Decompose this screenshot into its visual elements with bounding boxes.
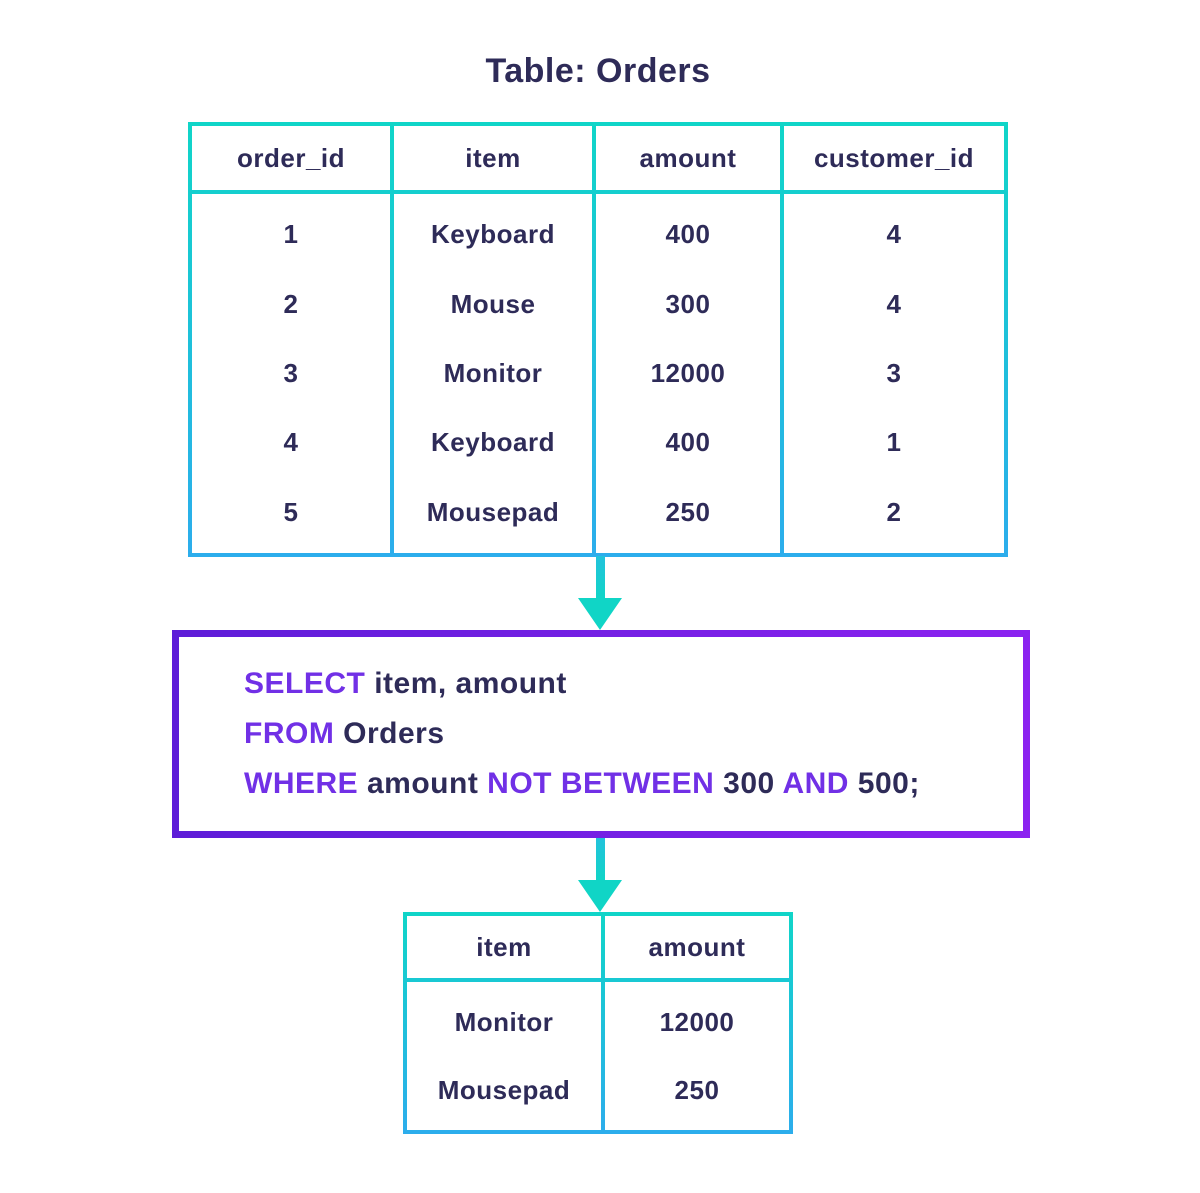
sql-keyword: SELECT bbox=[244, 667, 375, 700]
table-cell: Mousepad bbox=[437, 1074, 571, 1105]
page-title: Table: Orders bbox=[485, 52, 711, 90]
sql-keyword: WHERE bbox=[244, 767, 367, 800]
table-cell: 300 bbox=[665, 288, 711, 319]
table-cell: 400 bbox=[665, 427, 711, 458]
table-cell: 4 bbox=[886, 219, 902, 250]
sql-line-select: SELECT item, amount bbox=[244, 659, 1023, 709]
sql-text: amount bbox=[367, 767, 488, 800]
arrow-stem bbox=[596, 556, 605, 600]
table-cell: Monitor bbox=[454, 1006, 554, 1037]
table-cell: 3 bbox=[283, 358, 299, 389]
orders-column-header-amount: amount bbox=[596, 126, 780, 190]
sql-keyword: AND bbox=[782, 767, 858, 800]
orders-column-amount: 400 300 12000 400 250 bbox=[596, 194, 780, 553]
table-cell: 2 bbox=[886, 496, 902, 527]
orders-column-header-order-id: order_id bbox=[192, 126, 390, 190]
orders-column-item: Keyboard Mouse Monitor Keyboard Mousepad bbox=[394, 194, 592, 553]
table-cell: 2 bbox=[283, 288, 299, 319]
sql-query-box: SELECT item, amount FROM Orders WHERE am… bbox=[172, 630, 1030, 838]
orders-column-order-id: 1 2 3 4 5 bbox=[192, 194, 390, 553]
table-cell: 1 bbox=[283, 219, 299, 250]
sql-text: Orders bbox=[343, 717, 445, 750]
table-cell: 4 bbox=[283, 427, 299, 458]
table-cell: 250 bbox=[665, 496, 711, 527]
sql-text: 300 bbox=[723, 767, 783, 800]
table-cell: 4 bbox=[886, 288, 902, 319]
arrow-stem bbox=[596, 838, 605, 882]
table-cell: Keyboard bbox=[431, 427, 555, 458]
table-cell: 12000 bbox=[659, 1006, 735, 1037]
table-cell: 250 bbox=[674, 1074, 720, 1105]
sql-text: 500; bbox=[857, 767, 920, 800]
sql-keyword: NOT BETWEEN bbox=[487, 767, 724, 800]
table-cell: 400 bbox=[665, 219, 711, 250]
sql-text: item, amount bbox=[374, 667, 567, 700]
sql-keyword: FROM bbox=[244, 717, 344, 750]
orders-column-customer-id: 4 4 3 1 2 bbox=[784, 194, 1004, 553]
result-column-header-item: item bbox=[407, 916, 601, 978]
result-table: item amount Monitor Mousepad 12000 250 bbox=[403, 912, 793, 1134]
sql-line-where: WHERE amount NOT BETWEEN 300 AND 500; bbox=[244, 759, 1023, 809]
orders-column-header-item: item bbox=[394, 126, 592, 190]
result-column-header-amount: amount bbox=[605, 916, 789, 978]
table-cell: Mousepad bbox=[426, 496, 560, 527]
arrow-down-icon bbox=[578, 556, 622, 630]
table-cell: 3 bbox=[886, 358, 902, 389]
arrow-head bbox=[578, 880, 622, 912]
result-column-item: Monitor Mousepad bbox=[407, 982, 601, 1130]
orders-table: order_id item amount customer_id 1 2 3 4… bbox=[188, 122, 1008, 557]
table-cell: Mouse bbox=[450, 288, 536, 319]
result-column-amount: 12000 250 bbox=[605, 982, 789, 1130]
arrow-head bbox=[578, 598, 622, 630]
table-cell: 1 bbox=[886, 427, 902, 458]
arrow-down-icon bbox=[578, 838, 622, 912]
orders-column-header-customer-id: customer_id bbox=[784, 126, 1004, 190]
table-cell: Monitor bbox=[443, 358, 543, 389]
table-cell: 5 bbox=[283, 496, 299, 527]
table-cell: Keyboard bbox=[431, 219, 555, 250]
table-cell: 12000 bbox=[650, 358, 726, 389]
sql-line-from: FROM Orders bbox=[244, 709, 1023, 759]
